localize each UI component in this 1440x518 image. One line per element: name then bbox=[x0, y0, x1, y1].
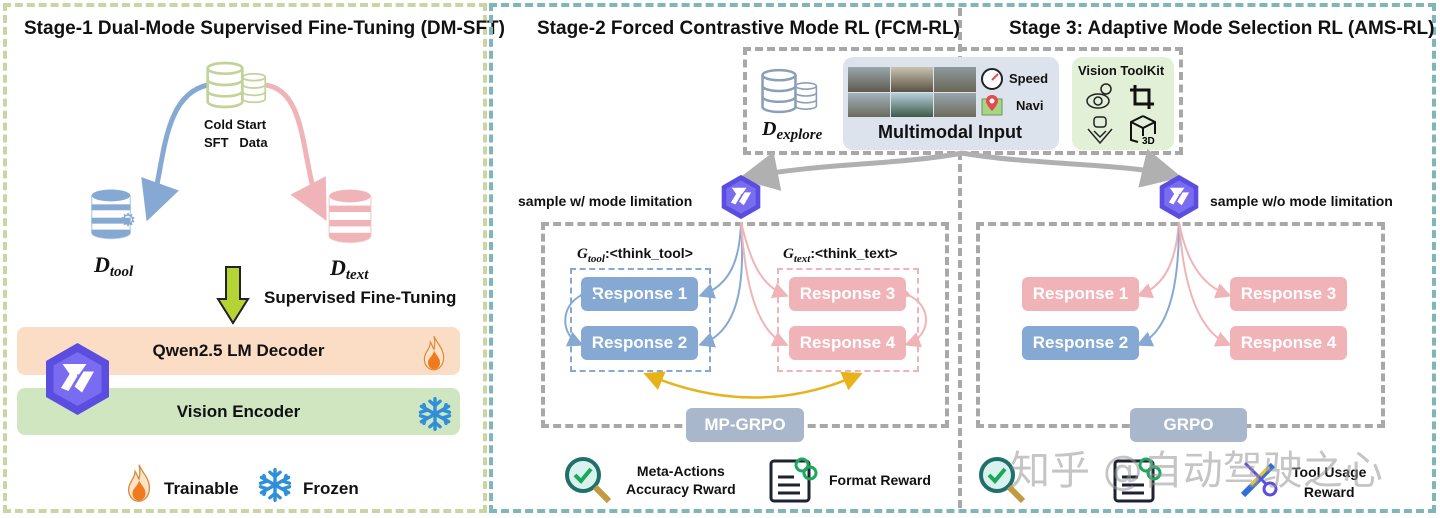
stage1-title: Stage-1 Dual-Mode Supervised Fine-Tuning… bbox=[24, 18, 505, 39]
snowflake-icon bbox=[418, 397, 452, 431]
svg-text:3D: 3D bbox=[1142, 136, 1155, 146]
format-reward-label: Format Reward bbox=[829, 472, 931, 488]
stage1-flow-arrows bbox=[141, 82, 327, 222]
stage3-response-2: Response 2 bbox=[1022, 326, 1139, 360]
input-to-policy-arrows bbox=[738, 148, 1182, 191]
stage-divider bbox=[958, 8, 962, 508]
document-link-icon bbox=[769, 457, 818, 503]
dtool-label: Dtool bbox=[94, 252, 134, 280]
legend-frozen: Frozen bbox=[303, 479, 359, 498]
legend-trainable: Trainable bbox=[164, 479, 239, 498]
stage3-rollout-arrows bbox=[1136, 221, 1232, 347]
camera-image bbox=[848, 92, 890, 117]
sft-down-arrow-icon bbox=[216, 266, 250, 325]
speed-label: Speed bbox=[1009, 71, 1049, 86]
qwen-logo-icon bbox=[40, 340, 115, 418]
magnifier-check-icon bbox=[565, 457, 612, 504]
camera-image bbox=[891, 92, 933, 117]
stage2-3-panel bbox=[489, 3, 1436, 513]
cold-start-label-line1: Cold Start bbox=[204, 117, 267, 132]
stage3-magnifier-check-icon bbox=[979, 457, 1026, 504]
group-text-label: Gtext:<think_text> bbox=[783, 245, 898, 265]
group-tool-label: Gtool:<think_tool> bbox=[577, 245, 693, 265]
gear-icon: ⚙ bbox=[120, 210, 137, 230]
grpo-badge: GRPO bbox=[1130, 408, 1247, 442]
3d-cube-icon: 3D bbox=[1130, 115, 1156, 146]
stage2-rollout-arrows bbox=[564, 221, 927, 399]
crop-icon bbox=[1130, 85, 1154, 109]
watermark: 知乎 @自动驾驶之心 bbox=[1010, 448, 1383, 494]
bev-car-icon bbox=[1087, 116, 1113, 145]
speedometer-icon bbox=[981, 68, 1003, 90]
contrastive-arrow bbox=[643, 371, 863, 399]
stage2-response-3: Response 3 bbox=[789, 277, 906, 311]
stage3-document-link-icon bbox=[1113, 457, 1162, 503]
stage3-sample-label: sample w/o mode limitation bbox=[1210, 193, 1393, 209]
vision-toolkit-title: Vision ToolKit bbox=[1078, 63, 1165, 78]
arrow-to-stage3-policy bbox=[961, 148, 1182, 188]
stage2-sample-label: sample w/ mode limitation bbox=[518, 193, 693, 209]
camera-image bbox=[848, 67, 890, 92]
dtext-label: Dtext bbox=[330, 255, 369, 283]
meta-actions-reward-label: Meta-Actions Accuracy Rward bbox=[626, 463, 736, 497]
tool-usage-reward-label: Tool Usage Reward bbox=[1292, 464, 1367, 500]
arrow-to-dtool bbox=[141, 82, 209, 222]
navi-label: Navi bbox=[1016, 98, 1044, 113]
sft-label: Supervised Fine-Tuning bbox=[264, 288, 457, 307]
flame-icon bbox=[422, 333, 446, 373]
stage2-qwen-policy-icon bbox=[718, 173, 764, 221]
stage3-response-1: Response 1 bbox=[1022, 277, 1139, 311]
arrow-to-stage2-policy bbox=[738, 150, 963, 191]
stage1-panel bbox=[3, 3, 487, 513]
multimodal-input-label: Multimodal Input bbox=[878, 122, 1022, 142]
camera-image bbox=[934, 67, 976, 92]
cold-start-db-icon bbox=[205, 60, 267, 110]
camera-image bbox=[934, 92, 976, 117]
cold-start-label-line2: SFT Data bbox=[204, 135, 268, 150]
stage2-response-2: Response 2 bbox=[581, 326, 698, 360]
dexplore-label: Dexplore bbox=[762, 118, 823, 143]
trainable-flame-icon bbox=[126, 462, 152, 504]
eye-zoom-icon bbox=[1086, 83, 1112, 109]
camera-image bbox=[891, 67, 933, 92]
stage3-response-3: Response 3 bbox=[1230, 277, 1347, 311]
vision-toolkit-box bbox=[1072, 57, 1174, 150]
tools-wrench-icon bbox=[1240, 461, 1278, 498]
arrow-to-dtext bbox=[264, 82, 327, 221]
frozen-snowflake-icon bbox=[258, 468, 292, 502]
stage3-qwen-policy-icon bbox=[1156, 173, 1202, 221]
mp-grpo-badge: MP-GRPO bbox=[686, 408, 804, 442]
stage2-title: Stage-2 Forced Contrastive Mode RL (FCM-… bbox=[537, 18, 960, 39]
stage2-response-1: Response 1 bbox=[581, 277, 698, 311]
stage3-response-4: Response 4 bbox=[1230, 326, 1347, 360]
stage3-title: Stage 3: Adaptive Mode Selection RL (AMS… bbox=[1009, 18, 1435, 39]
dtext-database-icon bbox=[326, 188, 376, 244]
stage2-response-4: Response 4 bbox=[789, 326, 906, 360]
decoder-label: Qwen2.5 LM Decoder bbox=[152, 341, 325, 360]
camera-views-grid bbox=[848, 67, 976, 117]
encoder-label: Vision Encoder bbox=[176, 401, 301, 421]
navigation-map-icon bbox=[981, 95, 1003, 116]
